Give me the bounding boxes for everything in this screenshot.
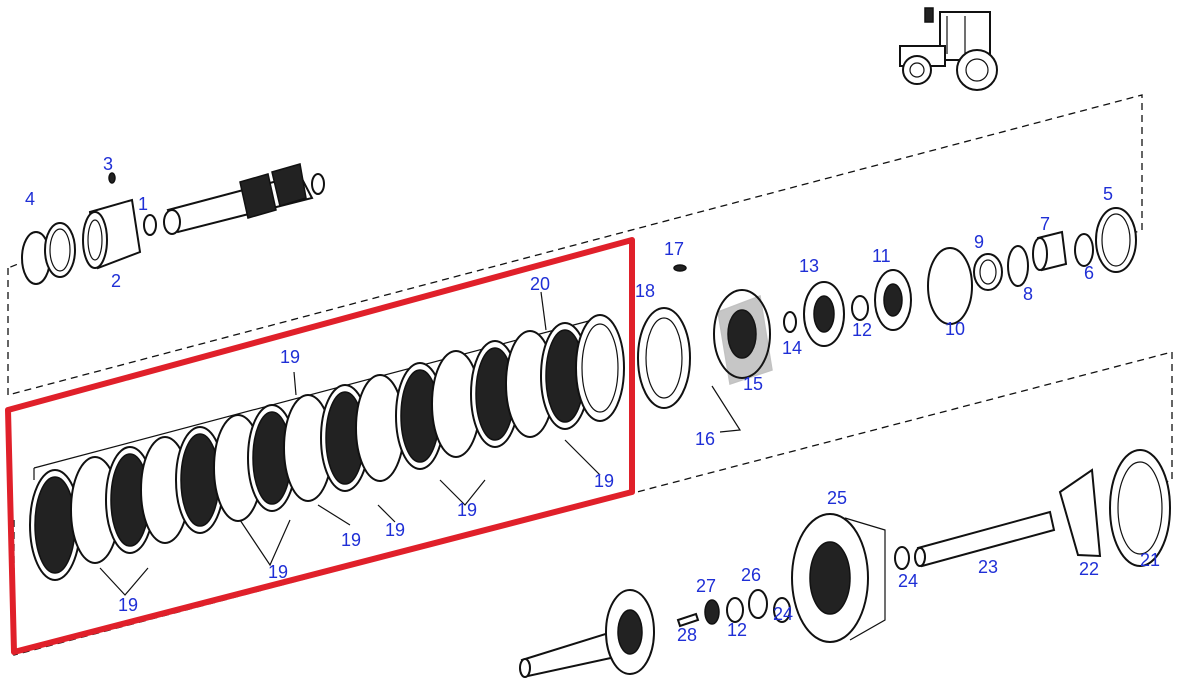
ring-12: [851, 295, 869, 321]
snap-ring-10: [927, 247, 973, 325]
ring-24a: [894, 546, 910, 570]
label-11: 11: [872, 246, 891, 266]
label-1: 1: [138, 194, 148, 214]
cover-21: [1109, 449, 1171, 567]
label-16: 16: [695, 429, 715, 449]
label-8: 8: [1023, 284, 1033, 304]
label-9: 9: [974, 232, 984, 252]
label-5: 5: [1103, 184, 1113, 204]
pin-17: [673, 264, 687, 272]
label-23: 23: [978, 557, 998, 577]
label-19c: 19: [457, 500, 477, 520]
ring-6: [1074, 233, 1094, 267]
spring-9: [973, 253, 1003, 291]
plate-18: [637, 307, 691, 409]
washer-1: [143, 214, 157, 236]
label-20: 20: [530, 274, 550, 294]
ring-5: [1095, 207, 1137, 273]
label-24a: 24: [898, 571, 918, 591]
label-26: 26: [741, 565, 761, 585]
label-3: 3: [103, 154, 113, 174]
label-19b: 19: [594, 471, 614, 491]
pin-3: [108, 172, 116, 184]
upper-right-parts: [637, 207, 1137, 433]
label-25: 25: [827, 488, 847, 508]
label-22: 22: [1079, 559, 1099, 579]
tractor-icon: [899, 7, 998, 91]
label-27: 27: [696, 576, 716, 596]
label-14: 14: [782, 338, 802, 358]
label-28: 28: [677, 625, 697, 645]
label-4: 4: [25, 189, 35, 209]
plate-22: [1058, 468, 1102, 558]
label-21: 21: [1140, 550, 1160, 570]
label-7: 7: [1040, 214, 1050, 234]
highlight-box: [5, 237, 635, 655]
label-12a: 12: [852, 320, 872, 340]
label-19e: 19: [341, 530, 361, 550]
part-labels: 4 3 1 2 5 7 9 6 8 11 13 17 18 12 10 14 1…: [25, 154, 1160, 645]
label-19a: 19: [280, 347, 300, 367]
label-10: 10: [945, 319, 965, 339]
label-24b: 24: [773, 604, 793, 624]
label-19g: 19: [118, 595, 138, 615]
washer-26: [748, 589, 768, 619]
ring-14: [783, 311, 797, 333]
bearing-27: [704, 599, 720, 625]
pin-28: [676, 612, 700, 628]
ring-8: [1007, 245, 1029, 287]
label-18: 18: [635, 281, 655, 301]
ring-24b: [773, 597, 791, 623]
clutch-pack: [29, 291, 625, 596]
label-15: 15: [743, 374, 763, 394]
label-2: 2: [111, 271, 121, 291]
label-19f: 19: [268, 562, 288, 582]
label-6: 6: [1084, 263, 1094, 283]
lower-assembly: [519, 449, 1171, 678]
label-12b: 12: [727, 620, 747, 640]
input-shaft-group: [21, 163, 325, 285]
label-17: 17: [664, 239, 684, 259]
label-13: 13: [799, 256, 819, 276]
label-19d: 19: [385, 520, 405, 540]
ring-12b: [726, 597, 744, 623]
